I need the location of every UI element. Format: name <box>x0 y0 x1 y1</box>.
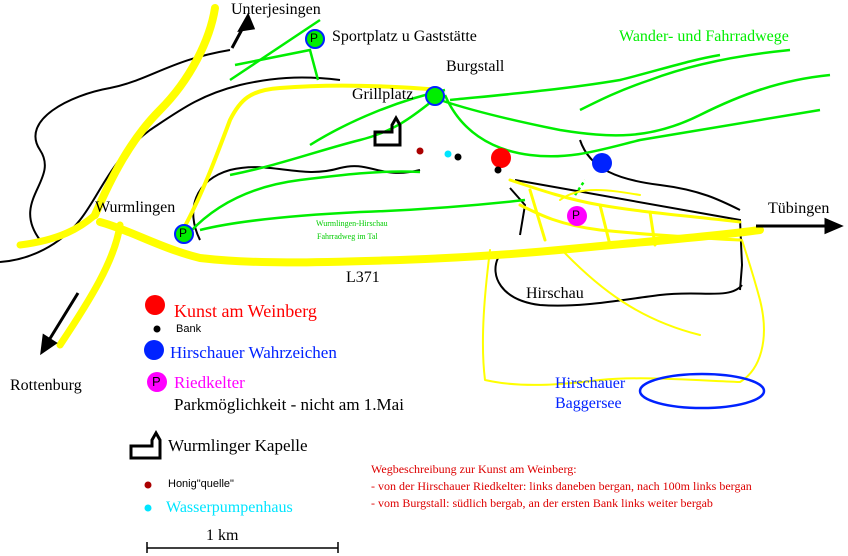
wurmlingen-p-letter: P <box>179 226 188 240</box>
arrow-unterjesingen-head-icon <box>237 12 256 32</box>
label-baggersee-2: Baggersee <box>555 395 622 412</box>
label-bikepath-2: Fahrradweg im Tal <box>317 232 378 241</box>
arrow-tuebingen-head-icon <box>824 217 844 235</box>
label-road-l371: L371 <box>346 269 380 286</box>
legend-wahrzeichen-icon <box>144 340 164 360</box>
bank-marker-1-icon <box>454 153 462 161</box>
legend-wahrzeichen-label: Hirschauer Wahrzeichen <box>170 343 337 362</box>
roads <box>16 4 765 386</box>
legend-parking-icon <box>147 372 167 392</box>
legend-kunst-label: Kunst am Weinberg <box>174 301 317 321</box>
legend-parking-note: Parkmöglichkeit - nicht am 1.Mai <box>174 395 404 414</box>
legend-kapelle-icon <box>129 429 162 460</box>
honig-marker-icon <box>416 147 424 155</box>
riedkelter-p-letter: P <box>572 208 581 222</box>
route-title: Wegbeschreibung zur Kunst am Weinberg: <box>371 462 577 476</box>
hiking-paths <box>189 18 831 233</box>
legend-honig-icon <box>144 481 152 489</box>
wahrzeichen-marker-icon <box>592 153 612 173</box>
arrow-rottenburg-head-icon <box>40 333 58 356</box>
route-line-1: - von der Hirschauer Riedkelter: links d… <box>371 479 752 493</box>
legend-kapelle-label: Wurmlinger Kapelle <box>168 436 308 455</box>
label-hirschau: Hirschau <box>526 285 584 302</box>
arrow-rottenburg-icon <box>44 292 80 346</box>
label-wurmlingen: Wurmlingen <box>95 199 176 216</box>
legend-symbols <box>129 295 339 553</box>
sportplatz-p-letter: P <box>310 31 319 45</box>
label-baggersee-1: Hirschauer <box>555 375 626 392</box>
scale-bar <box>146 542 339 553</box>
legend-bank-icon <box>153 325 161 333</box>
bank-marker-2-icon <box>494 166 502 174</box>
scale-label: 1 km <box>206 527 239 544</box>
grillplatz-marker-icon <box>425 86 445 106</box>
label-tuebingen: Tübingen <box>768 200 830 217</box>
legend-bank-label: Bank <box>176 323 202 335</box>
direction-arrows <box>40 12 844 356</box>
label-grillplatz: Grillplatz <box>352 86 414 103</box>
legend-kunst-icon <box>145 295 165 315</box>
kapelle-icon-map <box>373 114 402 147</box>
label-sportplatz: Sportplatz u Gaststätte <box>332 28 477 45</box>
kunst-marker-icon <box>491 148 511 168</box>
legend-pump-icon <box>144 504 152 512</box>
legend-paths-title: Wander- und Fahrradwege <box>619 28 789 45</box>
pump-marker-icon <box>444 150 452 158</box>
baggersee-lake <box>638 372 766 410</box>
label-rottenburg: Rottenburg <box>10 377 82 394</box>
route-line-2: - vom Burgstall: südlich bergab, an der … <box>371 496 713 510</box>
legend-pump-label: Wasserpumpenhaus <box>166 499 293 516</box>
sportplatz-parking-marker-icon <box>305 29 325 49</box>
label-burgstall: Burgstall <box>446 58 505 75</box>
map-markers <box>174 29 612 244</box>
wurmlingen-parking-marker-icon <box>174 224 194 244</box>
legend-honig-label: Honig"quelle" <box>168 478 234 490</box>
legend-riedkelter-label: Riedkelter <box>174 373 245 392</box>
label-bikepath-1: Wurmlingen-Hirschau <box>316 219 388 228</box>
legend-parking-letter: P <box>152 374 161 389</box>
label-unterjesingen: Unterjesingen <box>231 1 321 18</box>
riedkelter-marker-icon <box>567 206 587 226</box>
